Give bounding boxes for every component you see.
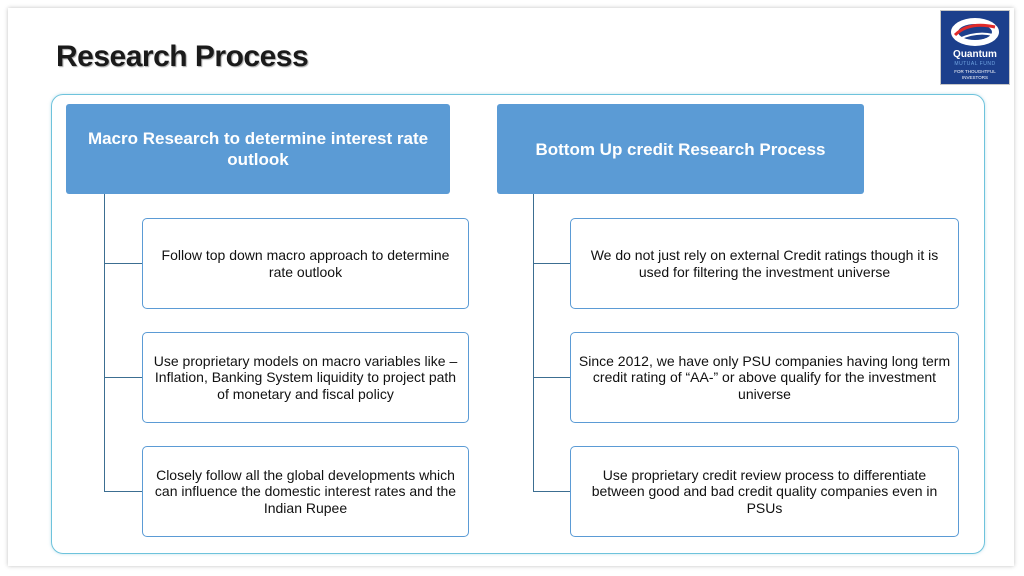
credit-item-3: Use proprietary credit review process to… xyxy=(570,446,959,537)
diagram-frame xyxy=(51,94,985,554)
quantum-logo: Quantum MUTUAL FUND FOR THOUGHTFUL INVES… xyxy=(940,10,1010,85)
logo-name: Quantum xyxy=(953,49,997,60)
macro-item-3: Closely follow all the global developmen… xyxy=(142,446,469,537)
left-connector-branch-3 xyxy=(104,491,143,492)
right-connector-branch-2 xyxy=(533,377,571,378)
macro-research-header: Macro Research to determine interest rat… xyxy=(66,104,450,194)
left-connector-branch-2 xyxy=(104,377,143,378)
logo-tagline: FOR THOUGHTFUL INVESTORS xyxy=(954,69,996,80)
macro-item-2: Use proprietary models on macro variable… xyxy=(142,332,469,423)
credit-item-2: Since 2012, we have only PSU companies h… xyxy=(570,332,959,423)
left-connector-trunk xyxy=(104,194,105,492)
logo-emblem-icon xyxy=(951,18,999,46)
right-connector-branch-1 xyxy=(533,263,571,264)
page-title: Research Process xyxy=(56,40,309,73)
macro-item-1: Follow top down macro approach to determ… xyxy=(142,218,469,309)
credit-research-header: Bottom Up credit Research Process xyxy=(497,104,864,194)
right-connector-trunk xyxy=(533,194,534,492)
right-connector-branch-3 xyxy=(533,491,571,492)
credit-item-1: We do not just rely on external Credit r… xyxy=(570,218,959,309)
left-connector-branch-1 xyxy=(104,263,143,264)
logo-subtitle: MUTUAL FUND xyxy=(954,61,996,67)
